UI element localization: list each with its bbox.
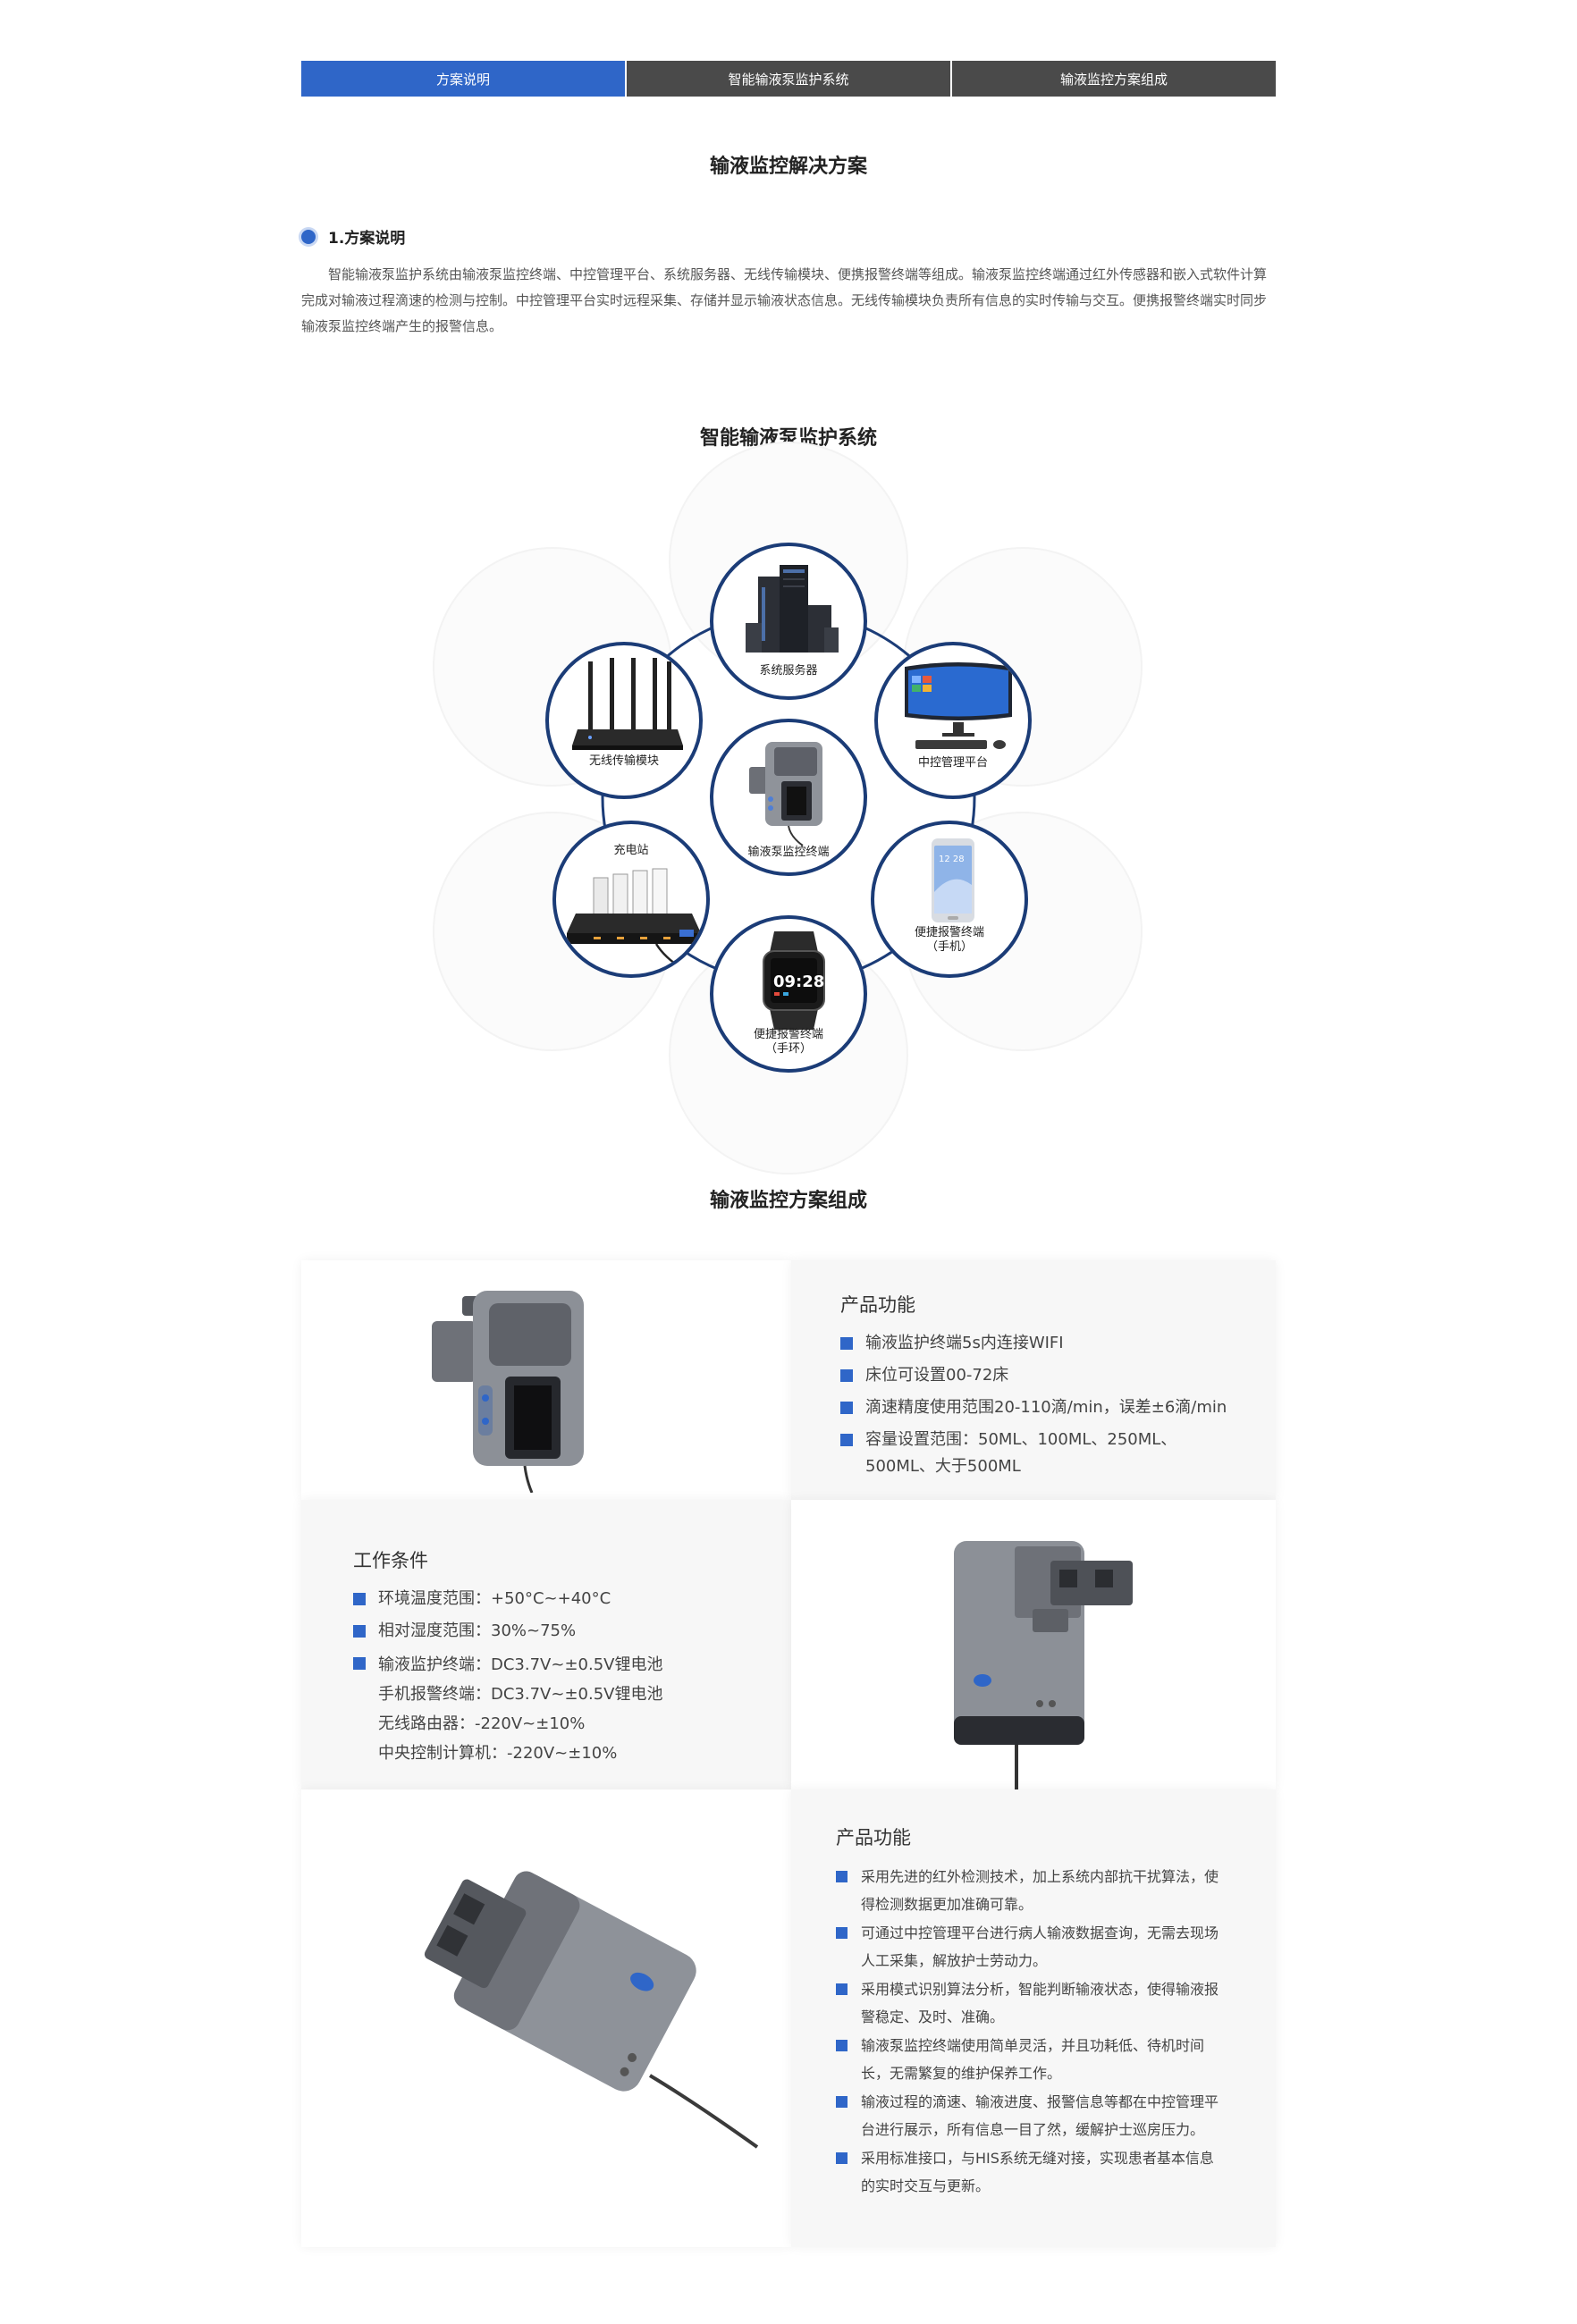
product-features-card-2: 产品功能 采用先进的红外检测技术，加上系统内部抗干扰算法，使得检测数据更加准确可… [791,1789,1276,2247]
section-heading-text: 1.方案说明 [328,230,406,248]
square-bullet-icon [836,1871,848,1882]
list-item-continuation: 500ML、大于500ML [865,1457,1021,1476]
infusion-monitor-side-image [954,1541,1133,1789]
node-label: 系统服务器 [759,664,818,678]
node-label: 中控管理平台 [917,756,988,770]
features-list: 采用先进的红外检测技术，加上系统内部抗干扰算法，使得检测数据更加准确可靠。 可通… [836,1863,1276,2200]
conditions-title: 工作条件 [353,1550,428,1571]
node-label: （手环） [764,1042,812,1056]
tab-solution-composition[interactable]: 输液监控方案组成 [952,61,1276,97]
square-bullet-icon [353,1593,366,1605]
list-item: 输液泵监控终端使用简单灵活，并且功耗低、待机时间长，无需繁复的维护保养工作。 [836,2032,1276,2087]
infusion-monitor-angled-image [424,1871,759,2149]
smartwatch-icon: 09:28 [763,931,825,1030]
list-item: 可通过中控管理平台进行病人输液数据查询，无需去现场人工采集，解放护士劳动力。 [836,1919,1276,1975]
node-label: 输液泵监控终端 [747,846,830,859]
composition-title: 输液监控方案组成 [709,1190,867,1212]
infusion-monitor-icon [749,742,822,846]
charging-station-icon [567,868,701,971]
square-bullet-icon [840,1434,853,1446]
router-icon [572,658,683,750]
node-label: （手机） [925,940,973,954]
list-item: 采用先进的红外检测技术，加上系统内部抗干扰算法，使得检测数据更加准确可靠。 [836,1863,1276,1918]
list-item: 输液监护终端：DC3.7V~±0.5V锂电池手机报警终端：DC3.7V~±0.5… [353,1650,791,1768]
node-label: 便捷报警终端 [914,926,984,939]
square-bullet-icon [836,1983,848,1995]
square-bullet-icon [840,1402,853,1414]
square-bullet-icon [353,1625,366,1638]
bullet-dot-icon [301,229,316,244]
infusion-monitor-image [432,1291,584,1493]
list-item: 采用标准接口，与HIS系统无缝对接，实现患者基本信息的实时交互与更新。 [836,2144,1276,2200]
features-title: 产品功能 [836,1827,911,1848]
list-item: 容量设置范围：50ML、100ML、250ML、500ML、大于500ML [840,1427,1276,1480]
tab-monitoring-system[interactable]: 智能输液泵监护系统 [627,61,952,97]
list-item: 输液过程的滴速、输液进度、报警信息等都在中控管理平台进行展示，所有信息一目了然，… [836,2088,1276,2143]
product-features-card-1: 产品功能 输液监护终端5s内连接WIFI 床位可设置00-72床 滴速精度使用范… [791,1260,1276,1500]
conditions-list: 环境温度范围：+50°C~+40°C 相对湿度范围：30%~75% 输液监护终端… [353,1586,791,1768]
list-item: 输液监护终端5s内连接WIFI [840,1330,1276,1357]
square-bullet-icon [840,1369,853,1382]
square-bullet-icon [836,1927,848,1939]
features-list: 输液监护终端5s内连接WIFI 床位可设置00-72床 滴速精度使用范围20-1… [840,1330,1276,1480]
node-central-platform: 中控管理平台 [874,642,1032,799]
node-portable-phone: 12 28 便捷报警终端 （手机） [871,821,1028,978]
computer-icon [905,662,1012,749]
node-portable-band: 09:28 便捷报警终端 （手环） [710,915,867,1073]
working-conditions-card: 工作条件 环境温度范围：+50°C~+40°C 相对湿度范围：30%~75% 输… [301,1500,791,1789]
page-title: 输液监控解决方案 [709,156,867,178]
node-infusion-terminal: 输液泵监控终端 [710,719,867,876]
system-diagram: 系统服务器 无线传输模块 中控管理平台 [433,442,1143,1175]
node-system-server: 系统服务器 [710,543,867,700]
product-image-card-1 [301,1260,791,1500]
tab-solution-description[interactable]: 方案说明 [301,61,627,97]
square-bullet-icon [836,2096,848,2108]
node-charging-station: 充电站 [552,821,710,978]
square-bullet-icon [353,1657,366,1670]
server-icon [746,565,839,653]
list-item: 滴速精度使用范围20-110滴/min，误差±6滴/min [840,1394,1276,1421]
node-label: 便捷报警终端 [753,1028,823,1041]
phone-icon: 12 28 [932,838,974,922]
list-item: 环境温度范围：+50°C~+40°C [353,1586,791,1612]
features-title: 产品功能 [840,1294,915,1316]
tab-bar: 方案说明 智能输液泵监护系统 输液监控方案组成 [301,61,1276,97]
list-item: 采用模式识别算法分析，智能判断输液状态，使得输液报警稳定、及时、准确。 [836,1975,1276,2031]
square-bullet-icon [836,2152,848,2164]
product-image-card-2 [791,1500,1276,1789]
list-item: 床位可设置00-72床 [840,1362,1276,1389]
square-bullet-icon [836,2040,848,2051]
watch-clock-text: 09:28 [773,973,824,991]
square-bullet-icon [840,1337,853,1350]
node-label: 无线传输模块 [588,754,659,768]
list-item: 相对湿度范围：30%~75% [353,1618,791,1645]
product-image-card-3 [301,1789,791,2247]
section-heading: 1.方案说明 [301,225,1276,248]
solution-description-section: 1.方案说明 智能输液泵监护系统由输液泵监控终端、中控管理平台、系统服务器、无线… [301,225,1276,340]
phone-clock-text: 12 28 [939,855,965,864]
node-label: 充电站 [613,844,649,857]
section-body-text: 智能输液泵监护系统由输液泵监控终端、中控管理平台、系统服务器、无线传输模块、便携… [301,266,1268,334]
node-wireless-module: 无线传输模块 [545,642,703,799]
